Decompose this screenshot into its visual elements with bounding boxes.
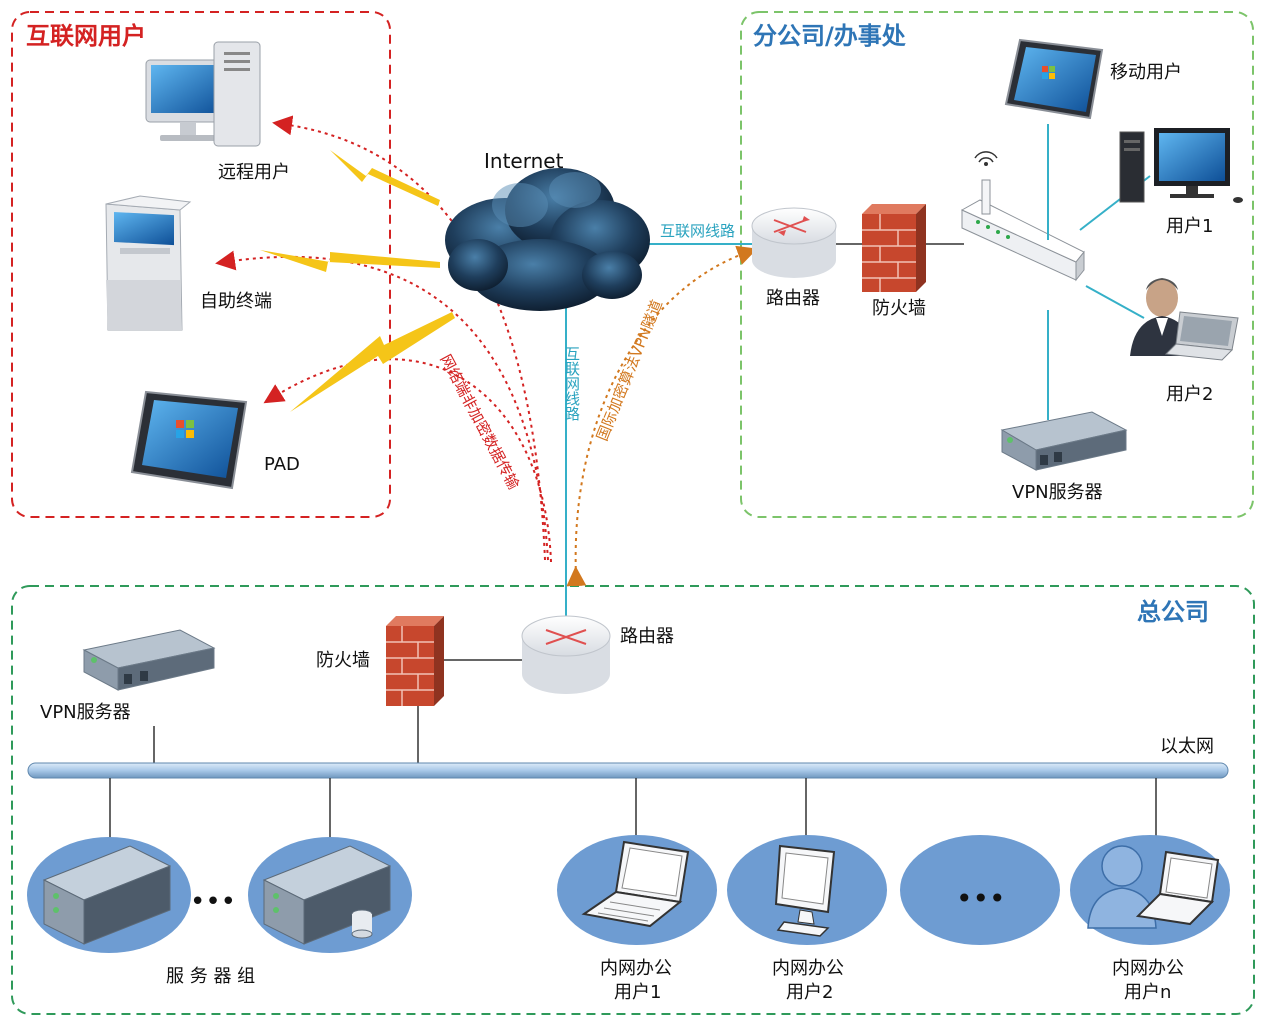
branch-vpn-server-label: VPN服务器 [1012, 482, 1103, 503]
intranet-ellipsis: ••• [956, 882, 1006, 915]
mobile-user-label: 移动用户 [1110, 62, 1182, 83]
pad-label: PAD [264, 454, 300, 475]
intranet-user2-monitor-icon [774, 844, 836, 937]
wireless-access-point-icon [960, 151, 1085, 282]
user2-label: 用户2 [1166, 384, 1213, 405]
hq-router-label: 路由器 [620, 626, 674, 647]
server-icon-1 [42, 845, 172, 945]
vpn-tunnel-arrow [566, 245, 758, 587]
vpn-tunnel-label: 国际加密算法VPN隧道 [593, 297, 666, 443]
zone-branch [740, 11, 1254, 518]
internet-line-horizontal-label: 互联网线路 [660, 222, 735, 240]
hq-firewall-label: 防火墙 [316, 650, 370, 671]
branch-router-icon [751, 207, 837, 278]
zone-title-hq: 总公司 [1137, 598, 1209, 626]
internet-label: Internet [484, 149, 564, 173]
intranet-user2-label-line2: 用户2 [786, 982, 833, 1003]
branch-vpn-server-icon [1000, 411, 1128, 471]
intranet-usern-person-laptop-icon [1087, 845, 1220, 929]
arrow-to-pad [263, 358, 552, 563]
lightning-icon-2 [260, 250, 440, 272]
hq-vpn-server-label: VPN服务器 [40, 702, 131, 723]
kiosk-terminal-icon [105, 195, 192, 331]
arrow-to-kiosk [215, 250, 549, 561]
desktop-computer-icon [145, 41, 261, 147]
intranet-user1-laptop-icon [581, 840, 690, 928]
user1-desktop-icon [1119, 128, 1243, 203]
ethernet-label: 以太网 [1160, 736, 1214, 757]
tablet-icon [130, 390, 248, 490]
kiosk-label: 自助终端 [200, 291, 272, 312]
server-group-ellipsis: ••• [190, 887, 236, 917]
ethernet-bus [27, 762, 1229, 779]
zone-title-internet-users: 互联网用户 [26, 22, 146, 50]
intranet-ellipsis-ellipse [900, 835, 1060, 945]
intranet-user1-label-line1: 内网办公 [600, 958, 672, 979]
hq-vpn-server-icon [82, 629, 216, 691]
user1-label: 用户1 [1166, 216, 1213, 237]
remote-user-label: 远程用户 [218, 162, 290, 183]
mobile-user-tablet-icon [1004, 38, 1104, 120]
branch-firewall-icon [862, 204, 926, 292]
lightning-icon-1 [330, 150, 440, 206]
user2-person-laptop-icon [1130, 278, 1239, 361]
lightning-icon-3 [290, 312, 455, 412]
server-icon-2 [262, 845, 392, 945]
intranet-user2-label-line1: 内网办公 [772, 958, 844, 979]
zone-title-branch: 分公司/办事处 [753, 22, 906, 50]
hq-firewall-icon [386, 616, 444, 706]
intranet-user1-label-line2: 用户1 [614, 982, 661, 1003]
encrypted-transfer-label: 网络端非加密数据传输 [436, 351, 522, 492]
internet-line-vertical-label: 互联网线路 [563, 346, 581, 421]
hq-router-icon [521, 615, 611, 694]
intranet-usern-label-line1: 内网办公 [1112, 958, 1184, 979]
server-group-label: 服 务 器 组 [166, 966, 255, 987]
intranet-usern-label-line2: 用户n [1124, 982, 1171, 1003]
ap-user2-link [1085, 285, 1145, 319]
branch-router-label: 路由器 [766, 288, 820, 309]
branch-firewall-label: 防火墙 [872, 298, 926, 319]
internet-cloud-icon [445, 168, 650, 311]
